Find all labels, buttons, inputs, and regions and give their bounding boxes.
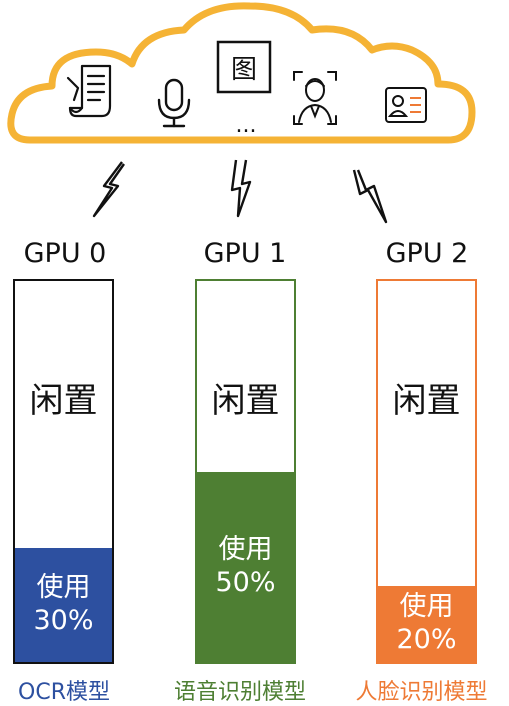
cloud-ellipsis: ... <box>236 113 257 138</box>
gpu-2-used-word: 使用 <box>399 590 454 622</box>
lightning-icon-1 <box>230 159 252 218</box>
id-card-icon <box>385 87 427 123</box>
gpu-0-used-fill: 使用 30% <box>15 547 112 662</box>
gpu-1-used-fill: 使用 50% <box>197 471 294 662</box>
gpu-0-idle-text: 闲置 <box>29 381 98 421</box>
gpu-0-bar: 闲置 使用 30% <box>13 279 114 664</box>
cloud: 图 ... <box>7 2 476 144</box>
gpu-2-label: GPU 2 <box>385 238 469 269</box>
image-icon-text: 图 <box>231 55 257 85</box>
gpu-2-bar: 闲置 使用 20% <box>376 279 477 664</box>
microphone-icon <box>157 78 191 128</box>
gpu-1-used-word: 使用 <box>218 533 273 565</box>
gpu-0-label: GPU 0 <box>23 238 107 269</box>
cloud-outline <box>7 2 476 144</box>
gpu-0-used-word: 使用 <box>36 571 91 603</box>
gpu-0-used-percent: 30% <box>33 604 94 636</box>
document-icon <box>66 64 112 118</box>
lightning-icon-0 <box>92 161 125 218</box>
gpu-1-used-percent: 50% <box>215 566 276 598</box>
lightning-icon-2 <box>352 169 388 224</box>
image-icon: 图 <box>216 40 272 94</box>
gpu-1-bar: 闲置 使用 50% <box>195 279 296 664</box>
gpu-2-used-percent: 20% <box>396 623 457 655</box>
gpu-0-model-label: OCR模型 <box>18 680 110 705</box>
gpu-1-idle-text: 闲置 <box>211 381 280 421</box>
gpu-2-idle-text: 闲置 <box>392 381 461 421</box>
gpu-1-label: GPU 1 <box>203 238 287 269</box>
gpu-2-model-label: 人脸识别模型 <box>355 680 488 705</box>
face-recognition-icon <box>293 71 337 125</box>
gpu-1-model-label: 语音识别模型 <box>173 680 306 705</box>
gpu-2-used-fill: 使用 20% <box>378 585 475 662</box>
